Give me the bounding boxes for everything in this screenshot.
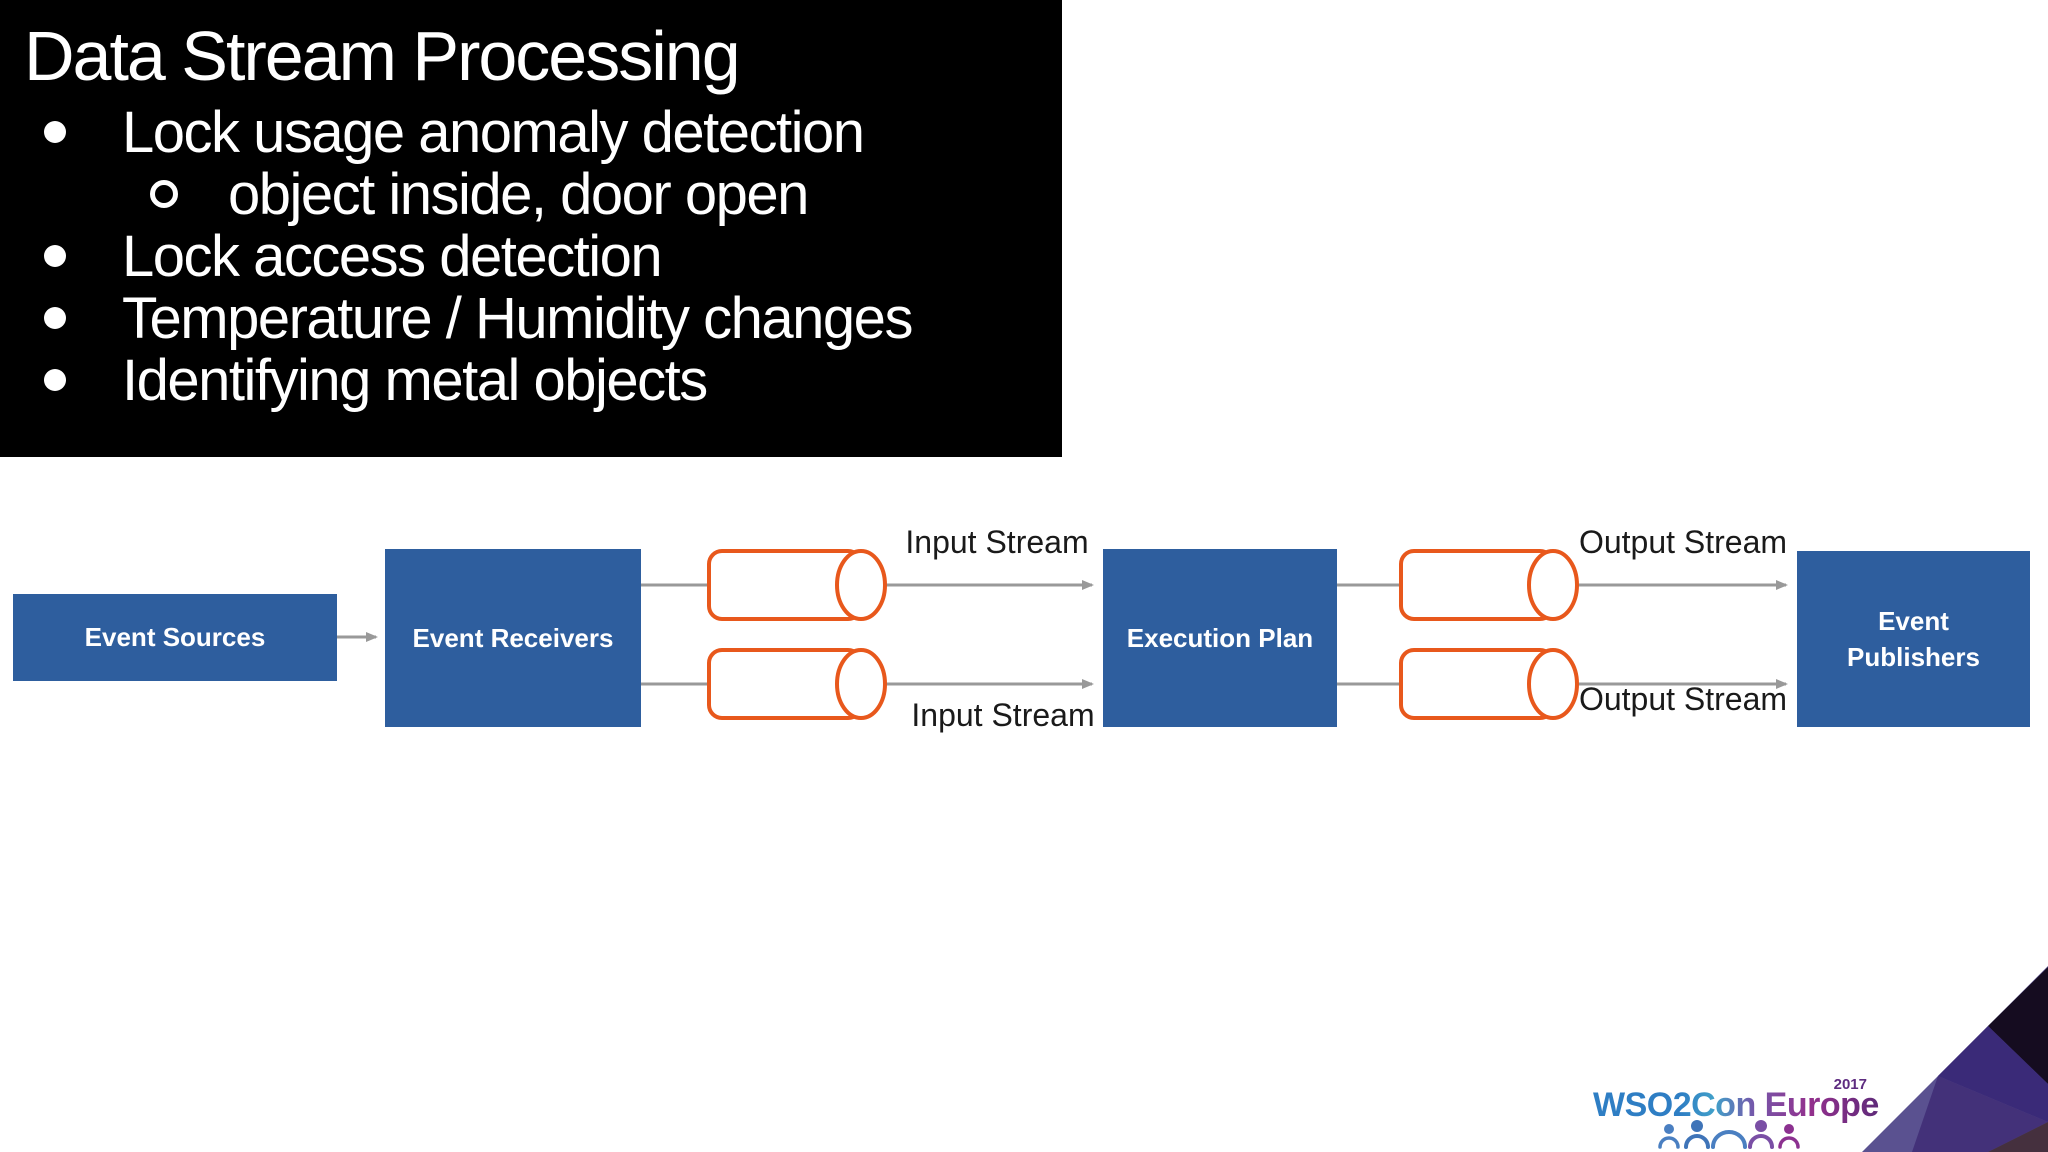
bullet-text: Identifying metal objects	[122, 347, 708, 413]
bullet-dot-icon	[44, 307, 66, 329]
label-output-stream-top: Output Stream	[1578, 524, 1788, 560]
node-execution-plan: Execution Plan	[1103, 549, 1337, 727]
corner-triangle-decoration	[1862, 966, 2048, 1152]
bullet-dot-icon	[44, 121, 66, 143]
queue-cylinder-icon	[1399, 549, 1579, 621]
logo-year: 2017	[1833, 1076, 1867, 1093]
bullet-item: Temperature / Humidity changes	[0, 285, 1062, 351]
bullet-circle-icon	[150, 180, 178, 208]
bullet-text: Temperature / Humidity changes	[122, 285, 913, 351]
label-input-stream-top: Input Stream	[905, 524, 1089, 560]
node-event-receivers: Event Receivers	[385, 549, 641, 727]
node-event-publishers: Event Publishers	[1797, 551, 2030, 727]
bullet-dot-icon	[44, 245, 66, 267]
bullet-item: Identifying metal objects	[0, 347, 1062, 413]
page-title: Data Stream Processing	[24, 17, 741, 95]
node-label: Execution Plan	[1126, 622, 1314, 653]
bullet-item: Lock usage anomaly detection	[0, 99, 1062, 165]
logo-brand: WSO2Con	[1593, 1086, 1756, 1124]
bullet-text: Lock access detection	[122, 223, 663, 289]
node-label: Event Sources	[84, 622, 266, 653]
logo-people-icon	[1658, 1120, 1800, 1149]
bullet-text: Lock usage anomaly detection	[122, 99, 865, 165]
bullet-item: Lock access detection	[0, 223, 1062, 289]
label-input-stream-bottom: Input Stream	[911, 697, 1095, 733]
node-label: Event Publishers	[1847, 605, 1980, 672]
node-label: Event Receivers	[412, 622, 614, 653]
wso2con-logo: WSO2Con Europe 2017	[1593, 1076, 1883, 1149]
bullet-text: object inside, door open	[228, 161, 809, 227]
label-output-stream-bottom: Output Stream	[1578, 681, 1788, 717]
queue-cylinder-icon	[707, 549, 887, 621]
bullet-dot-icon	[44, 369, 66, 391]
node-event-sources: Event Sources	[13, 594, 337, 681]
queue-cylinder-icon	[707, 648, 887, 720]
title-panel: Data Stream Processing Lock usage anomal…	[0, 0, 1062, 457]
bullet-item: object inside, door open	[0, 161, 1062, 227]
queue-cylinder-icon	[1399, 648, 1579, 720]
bullet-list: Lock usage anomaly detection object insi…	[0, 99, 1062, 413]
